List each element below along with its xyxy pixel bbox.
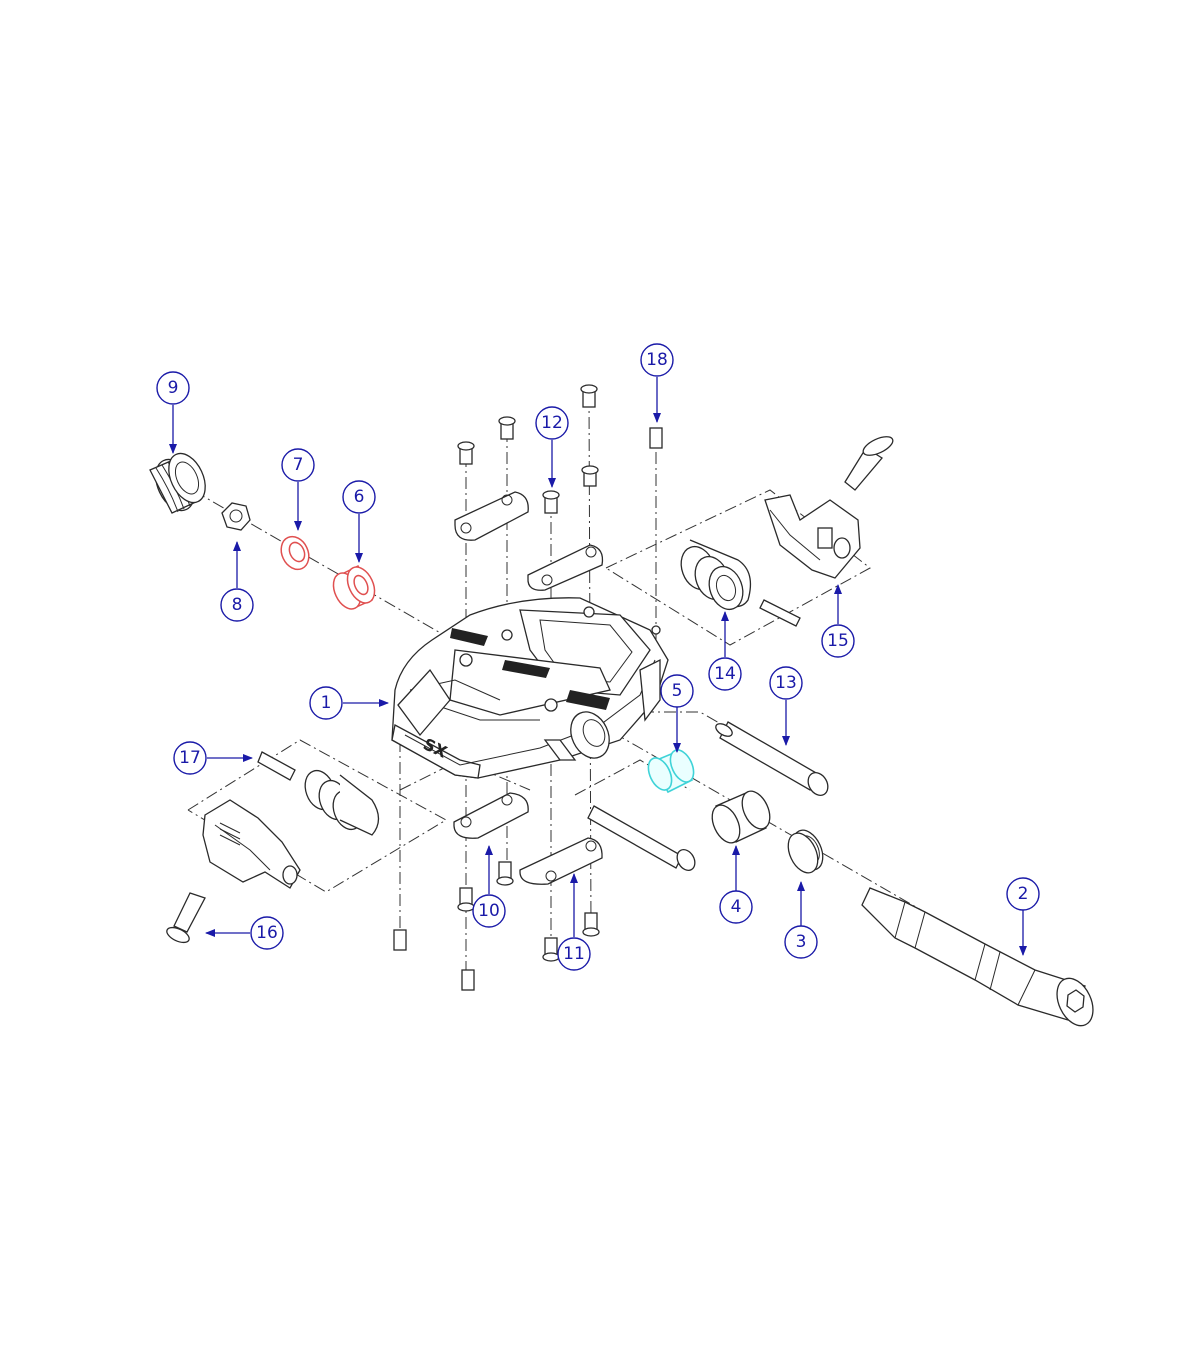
top-screws: [457, 384, 663, 514]
part-5-bushing: [647, 749, 695, 794]
callout-6: 6: [342, 480, 376, 514]
part-8-hex-nut: [221, 502, 251, 531]
callout-15: 15: [821, 624, 855, 658]
part-7-seal: [280, 535, 310, 571]
part-4-sleeve: [711, 790, 771, 844]
part-6-bearing: [332, 564, 376, 610]
part-9-threaded-cap: [149, 452, 206, 514]
part-2-spindle: [861, 887, 1094, 1027]
part-15-clip: [764, 494, 861, 579]
top-right-screw: [844, 436, 894, 491]
callout-label: 15: [827, 631, 849, 651]
callout-label: 8: [232, 595, 243, 615]
callout-2: 2: [1006, 877, 1040, 911]
callout-label: 11: [563, 944, 585, 964]
part-13-axle-pin: [715, 721, 829, 796]
callout-label: 2: [1018, 884, 1029, 904]
callout-10: 10: [472, 894, 506, 928]
callout-8: 8: [220, 588, 254, 622]
callout-label: 6: [354, 487, 365, 507]
callout-18: 18: [640, 343, 674, 377]
callout-label: 7: [293, 455, 304, 475]
callout-1: 1: [309, 686, 343, 720]
callout-5: 5: [660, 674, 694, 708]
callout-label: 13: [775, 673, 797, 693]
bottom-cleat-plates: [453, 792, 603, 885]
callout-label: 9: [168, 378, 179, 398]
bottom-screws: [393, 861, 600, 991]
callout-label: 1: [321, 693, 332, 713]
top-cleat-plates: [454, 491, 604, 591]
callout-17: 17: [173, 741, 207, 775]
callout-label: 4: [731, 897, 742, 917]
top-clip-pin: [759, 599, 801, 627]
part-16-screw: [166, 892, 206, 944]
callout-label: 16: [256, 923, 278, 943]
callout-label: 17: [179, 748, 201, 768]
part-1-pedal-body: SX: [391, 597, 669, 779]
callout-label: 5: [672, 681, 683, 701]
callout-11: 11: [557, 937, 591, 971]
lower-clip: [202, 799, 301, 889]
part-3-ring-seal: [787, 829, 824, 874]
callout-7: 7: [281, 448, 315, 482]
callout-label: 3: [796, 932, 807, 952]
lower-axle-pin: [587, 805, 696, 871]
callout-3: 3: [784, 925, 818, 959]
part-14-spring: [680, 539, 752, 611]
callout-14: 14: [708, 657, 742, 691]
callout-12: 12: [535, 406, 569, 440]
callout-label: 10: [478, 901, 500, 921]
part-17-pin: [257, 751, 296, 781]
callout-label: 18: [646, 350, 668, 370]
callout-label: 12: [541, 413, 563, 433]
callout-16: 16: [250, 916, 284, 950]
callout-label: 14: [714, 664, 736, 684]
callout-4: 4: [719, 890, 753, 924]
leader-lines: [169, 377, 1027, 956]
lower-spring: [304, 769, 380, 836]
callout-9: 9: [156, 371, 190, 405]
callout-13: 13: [769, 666, 803, 700]
